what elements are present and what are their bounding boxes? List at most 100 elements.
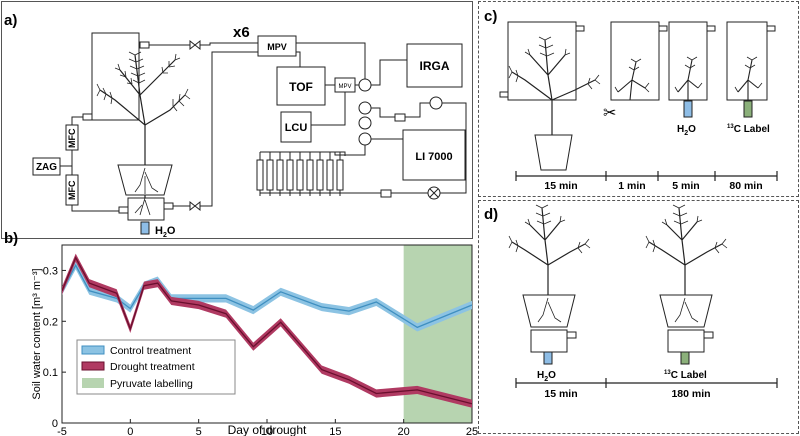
tree-d1 xyxy=(511,207,586,295)
chamber-c4-port xyxy=(766,25,776,32)
tree-c3-needles xyxy=(674,56,703,93)
tree-d2 xyxy=(648,207,723,295)
panel-c-frame xyxy=(478,1,799,197)
y-tick-label: 0.2 xyxy=(43,316,58,328)
mixing-cross xyxy=(429,188,439,198)
chamber-c1 xyxy=(507,21,577,101)
panel-d-label-text: 13C Label xyxy=(664,370,707,381)
cuvette-port-right xyxy=(163,202,174,210)
cuvette-d1 xyxy=(530,329,568,353)
cuvette-d1-port xyxy=(566,331,577,339)
mpv-main-box xyxy=(257,35,297,57)
roots xyxy=(134,167,159,194)
mfc-bottom-label: MFC xyxy=(67,180,77,200)
y-axis-ticks: 0 0.1 0.2 0.3 xyxy=(43,265,66,430)
water-vial xyxy=(140,221,150,235)
pot-d1 xyxy=(522,294,576,328)
tree-c2-needles xyxy=(614,58,650,93)
x-tick-label: 5 xyxy=(196,426,202,436)
control-band xyxy=(62,261,472,332)
panel-d-frame xyxy=(478,200,799,434)
cuvette-d2-port xyxy=(703,331,714,339)
gas-lines xyxy=(60,42,258,212)
tree-c2 xyxy=(617,61,646,101)
panel-d-h2o-label: H2O xyxy=(537,370,556,383)
y-tick-label: 0 xyxy=(52,418,58,430)
panel-a-h2o-label: H2O xyxy=(155,225,176,239)
timeline-c xyxy=(515,171,778,181)
timeline-c-seg-1: 15 min xyxy=(544,180,577,192)
chamber-outlet-port xyxy=(82,113,93,121)
chamber-inlet-port xyxy=(139,41,150,49)
mfc-top-box xyxy=(65,124,79,151)
irga-label: IRGA xyxy=(420,59,450,73)
timeline-d xyxy=(515,378,778,388)
timeline-d-seg-1: 15 min xyxy=(544,388,577,400)
label-vial-d2 xyxy=(680,351,690,365)
chamber-c1-port xyxy=(575,25,585,32)
x-tick-label: 25 xyxy=(466,426,478,436)
chamber-c4 xyxy=(726,21,768,101)
x-tick-label: 15 xyxy=(329,426,341,436)
irga-box xyxy=(406,43,463,88)
chart-legend: Control treatment Drought treatment Pyru… xyxy=(76,339,236,395)
x-tick-label: -5 xyxy=(57,426,67,436)
restrictor-bottom xyxy=(380,189,392,198)
x-axis-label: Day of drought xyxy=(228,423,307,436)
panel-c-label-text: 13C Label xyxy=(727,124,770,135)
needle-clusters xyxy=(96,51,191,112)
cuvette-roots xyxy=(134,197,151,216)
tree-c4 xyxy=(737,59,759,100)
mfc-top-label: MFC xyxy=(67,128,77,148)
panel-a-frame xyxy=(1,1,473,239)
multiplier-label: x6 xyxy=(233,24,250,41)
legend-label-control: Control treatment xyxy=(110,345,191,357)
timeline-d-seg-2: 180 min xyxy=(671,388,710,400)
panel-a-diagram: MFC MFC ZAG x6 MPV TOF MPV LCU IRGA LI 7… xyxy=(32,24,467,239)
water-vial-d1 xyxy=(543,351,553,365)
pot-d2 xyxy=(659,294,713,328)
chamber-c2-port xyxy=(658,25,668,32)
li7000-box xyxy=(402,129,466,181)
x-tick-label: 10 xyxy=(261,426,273,436)
zag-label: ZAG xyxy=(36,162,57,173)
tree-d2-needles xyxy=(645,204,728,254)
cuvette-d2 xyxy=(667,329,705,353)
scissors-icon: ✂ xyxy=(603,105,616,122)
roots-d1 xyxy=(537,297,562,323)
panel-b-label: b) xyxy=(4,230,19,247)
lcu-box xyxy=(280,111,312,143)
label-vial-c4 xyxy=(743,100,753,118)
panel-d-diagram: H2O 13C Label 15 min 180 min xyxy=(508,204,778,400)
legend-swatch-drought xyxy=(81,361,105,371)
pot-c1 xyxy=(534,134,573,171)
mpv-small-label: MPV xyxy=(338,84,351,90)
device-lines xyxy=(259,42,467,194)
pine-tree xyxy=(99,54,186,200)
y-tick-label: 0.3 xyxy=(43,265,58,277)
valve-bottom xyxy=(189,200,201,212)
timeline-c-seg-3: 5 min xyxy=(672,180,699,192)
mfc-bottom-box xyxy=(65,174,79,206)
tree-c1 xyxy=(511,39,596,135)
panel-d-label: d) xyxy=(484,206,499,223)
root-cuvette xyxy=(127,197,165,221)
legend-swatch-pyruvate xyxy=(82,378,104,388)
manifold-tubes xyxy=(256,159,344,191)
li7000-label: LI 7000 xyxy=(415,151,452,163)
restrictor-top xyxy=(394,113,406,122)
tree-d1-needles xyxy=(508,204,591,254)
water-vial-c3 xyxy=(683,100,693,118)
manifold-connectors xyxy=(259,152,341,196)
legend-label-drought: Drought treatment xyxy=(110,361,195,373)
panel-c-diagram: ✂ H2O 13C Label 15 min 1 min 5 min 80 mi… xyxy=(499,21,778,192)
roots-d2 xyxy=(674,297,699,323)
y-tick-label: 0.1 xyxy=(43,367,58,379)
legend-swatch-control xyxy=(81,345,105,355)
tree-c3 xyxy=(677,59,699,100)
chamber-c3-port xyxy=(706,25,716,32)
panel-a-label: a) xyxy=(4,12,18,29)
